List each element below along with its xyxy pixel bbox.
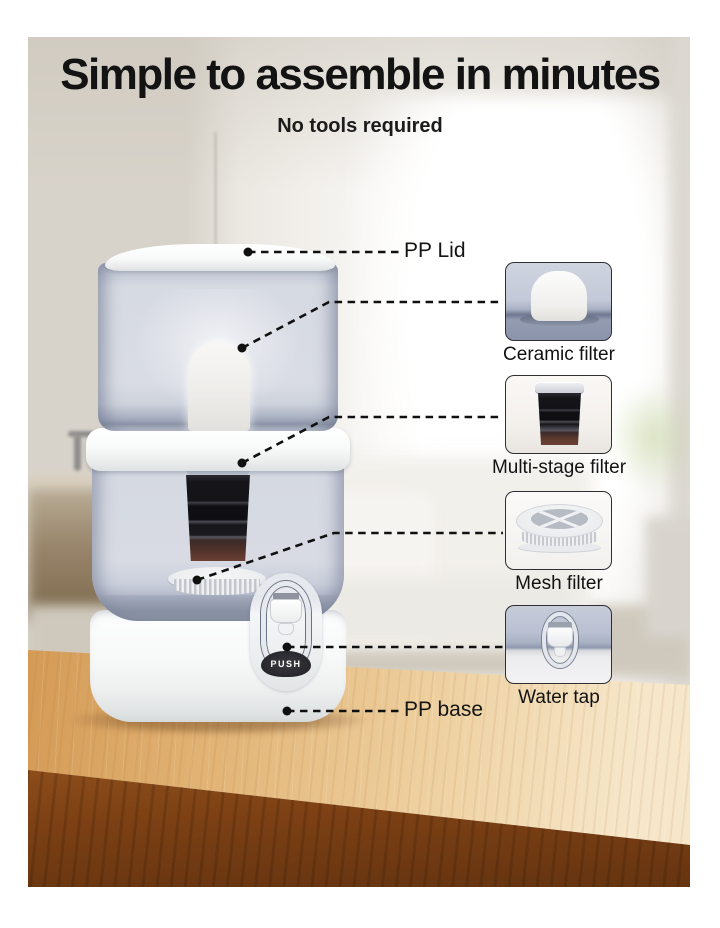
- plant-blur: [608, 382, 690, 492]
- ceramic-thumb-dome: [531, 271, 587, 321]
- part-label-mesh-filter: Mesh filter: [515, 573, 603, 594]
- leader-multi-stage-filter: [241, 415, 503, 465]
- tap-push-button: PUSH: [261, 651, 311, 677]
- leader-dot-multi-stage: [237, 458, 247, 468]
- product-pp-lid: [105, 244, 335, 271]
- leader-ceramic-filter: [241, 300, 503, 350]
- tap-thumb-tip: [554, 647, 566, 657]
- leader-dot-pp-lid: [243, 247, 253, 257]
- tap-thumb-body: [547, 627, 573, 647]
- ceramic-filter-dome: [188, 341, 250, 431]
- mesh-thumb-grid: [531, 509, 588, 529]
- wooden-table: [28, 627, 690, 887]
- tap-spout: [270, 599, 302, 623]
- part-label-multi-stage-filter: Multi-stage filter: [491, 457, 627, 478]
- part-card-water-tap: [505, 605, 612, 684]
- kitchen-faucet-stem: [74, 435, 81, 471]
- part-card-mesh-filter: [505, 491, 612, 570]
- leader-mesh-filter: [196, 531, 503, 582]
- mesh-thumb-lip: [518, 542, 601, 552]
- product-upper-tank: [98, 263, 338, 431]
- part-label-water-tap: Water tap: [518, 687, 600, 708]
- callout-pp-base: PP base: [404, 698, 484, 721]
- callout-pp-lid: PP Lid: [404, 239, 466, 262]
- product-collar: [86, 428, 350, 471]
- page-subtitle: No tools required: [277, 115, 443, 137]
- part-card-ceramic-filter: [505, 262, 612, 341]
- tap-thumb-cap: [548, 622, 572, 628]
- part-card-multi-stage-filter: [505, 375, 612, 454]
- multi-stage-cartridge: [186, 475, 250, 561]
- leader-lines: [192, 247, 503, 716]
- photo-scene: PUSH PP Lid PP base: [28, 37, 690, 887]
- leader-dot-pp-base: [282, 706, 292, 716]
- page-title: Simple to assemble in minutes: [60, 50, 661, 99]
- leader-dot-water-tap: [282, 642, 292, 652]
- kitchen-faucet: [68, 431, 94, 437]
- tap-thumb-arch: [542, 612, 578, 668]
- leader-dot-mesh: [192, 575, 202, 585]
- part-label-ceramic-filter: Ceramic filter: [503, 344, 615, 365]
- chair: [646, 517, 690, 637]
- tap-cap: [273, 593, 299, 600]
- tap-spout-tip: [278, 623, 294, 635]
- multi-thumb-cap: [535, 382, 584, 394]
- multi-thumb-body: [538, 393, 581, 445]
- leader-dot-ceramic: [237, 343, 247, 353]
